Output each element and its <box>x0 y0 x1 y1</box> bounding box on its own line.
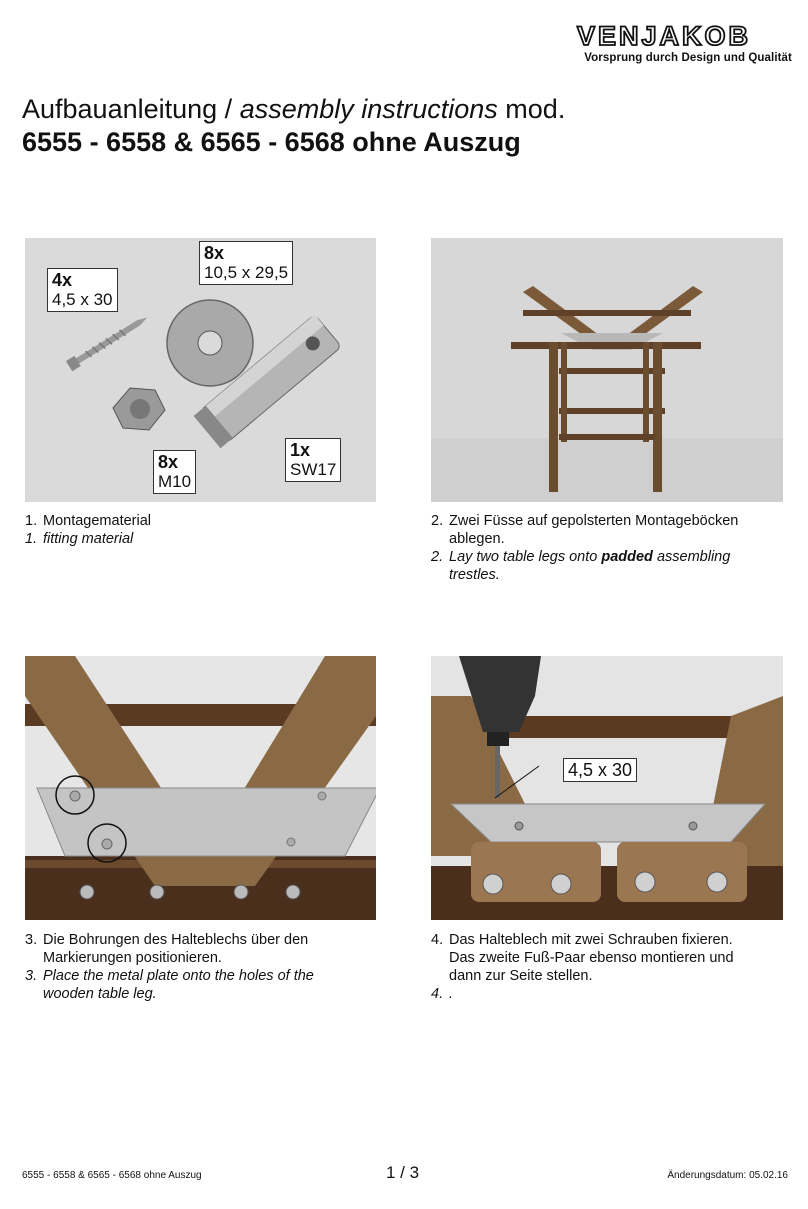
step-number: 4. <box>431 932 444 948</box>
caption-en: . <box>449 986 454 1002</box>
title-suffix: mod. <box>497 94 566 124</box>
title-italic: assembly instructions <box>239 94 498 124</box>
footer-revision-date: Änderungsdatum: 05.02.16 <box>667 1170 788 1181</box>
caption-de: Montagematerial <box>43 513 151 529</box>
trestle-illustration <box>431 238 783 502</box>
caption-de-line2: Markierungen positionieren. <box>43 950 222 966</box>
caption-step-1: 1. Montagematerial 1. fitting material <box>25 512 385 548</box>
footer-model: 6555 - 6558 & 6565 - 6568 ohne Auszug <box>22 1170 202 1181</box>
step-number-en: 3. <box>25 968 38 984</box>
step-number: 3. <box>25 932 38 948</box>
plate-position-illustration <box>25 656 376 920</box>
svg-text:VENJAKOB: VENJAKOB <box>577 22 751 50</box>
fix-plate-illustration <box>431 656 783 920</box>
photo-plate-position <box>25 656 376 920</box>
caption-en-line1: Place the metal plate onto the holes of … <box>43 968 314 984</box>
caption-en-line2: trestles. <box>449 567 500 583</box>
step-number: 1. <box>25 513 38 529</box>
caption-de-line1: Die Bohrungen des Halteblechs über den <box>43 932 309 948</box>
caption-en: fitting material <box>43 531 134 547</box>
title-prefix: Aufbauanleitung / <box>22 94 240 124</box>
caption-de-line1: Zwei Füsse auf gepolsterten Montageböcke… <box>449 513 739 529</box>
label-screw-size: 4,5 x 30 <box>563 758 638 782</box>
caption-en-emphasis: padded <box>601 549 653 565</box>
venjakob-wordmark-icon: VENJAKOB <box>576 20 751 52</box>
caption-step-4: 4. Das Halteblech mit zwei Schrauben fixi… <box>431 931 803 1003</box>
caption-step-3: 3. Die Bohrungen des Halteblechs über den… <box>25 931 395 1003</box>
caption-en-line2: wooden table leg. <box>43 986 157 1002</box>
photo-fix-plate: 4,5 x 30 <box>431 656 783 920</box>
caption-step-2: 2. Zwei Füsse auf gepolsterten Montageböc… <box>431 512 803 584</box>
step-number: 2. <box>431 513 444 529</box>
page-subtitle: 6555 - 6558 & 6565 - 6568 ohne Auszug <box>22 127 521 157</box>
caption-de-line2: ablegen. <box>449 531 505 547</box>
step-number-en: 2. <box>431 549 444 565</box>
caption-de-line3: dann zur Seite stellen. <box>449 968 593 984</box>
brand-logo: VENJAKOB Vorsprung durch Design und Qual… <box>536 20 792 70</box>
step-number-en: 1. <box>25 531 38 547</box>
page-number: 1 / 3 <box>386 1163 420 1182</box>
brand-tagline: Vorsprung durch Design und Qualität <box>584 52 792 64</box>
step-number-en: 4. <box>431 986 444 1002</box>
page-title: Aufbauanleitung / assembly instructions … <box>22 93 565 125</box>
caption-en-line1: Lay two table legs onto padded assemblin… <box>449 549 731 565</box>
caption-de-line1: Das Halteblech mit zwei Schrauben fixier… <box>449 932 733 948</box>
caption-de-line2: Das zweite Fuß-Paar ebenso montieren und <box>449 950 734 966</box>
photo-trestle <box>431 238 783 502</box>
